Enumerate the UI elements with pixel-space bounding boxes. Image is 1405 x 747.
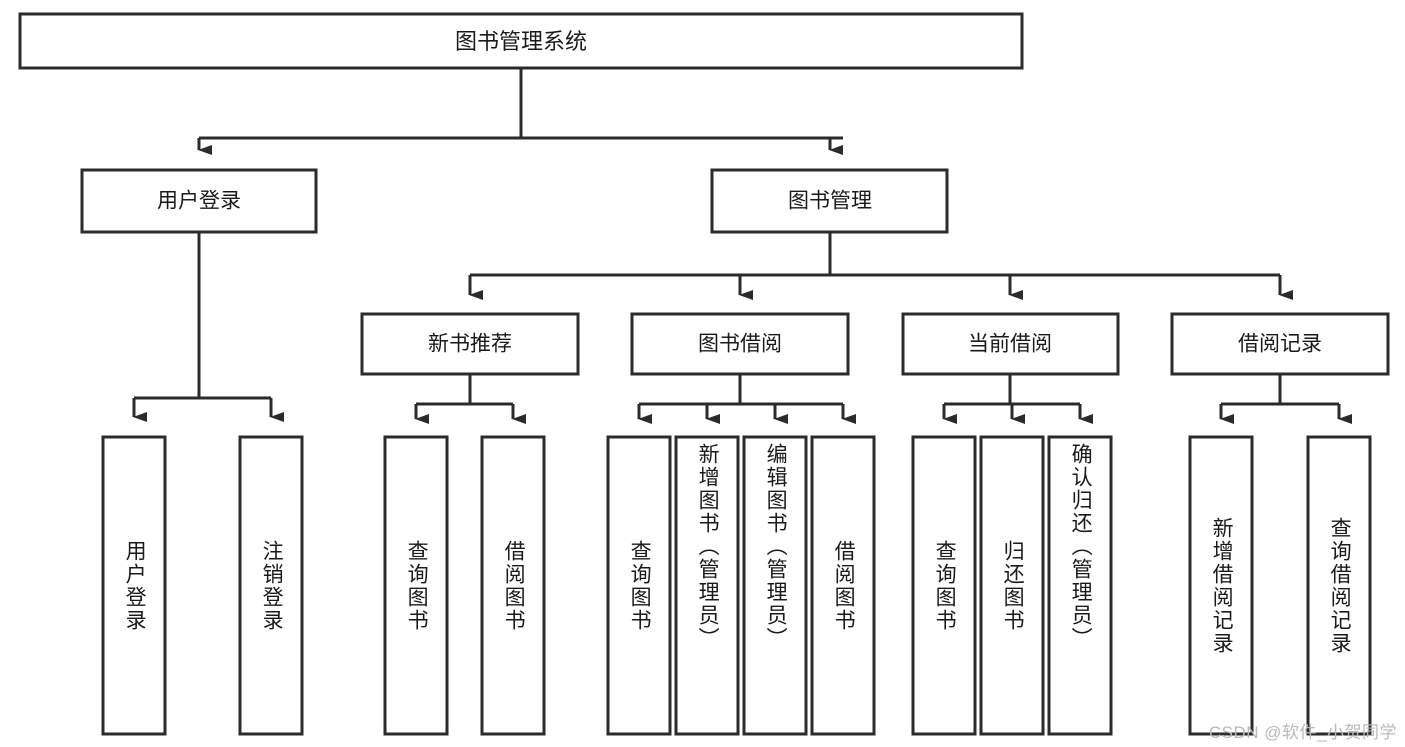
- node-book-management-label: 图书管理: [788, 190, 872, 213]
- connector-bookborrow-to-leaves: [637, 374, 856, 424]
- connector-userlogin-to-leaves: [132, 232, 284, 422]
- node-current-borrow-label: 当前借阅: [968, 333, 1052, 356]
- leaf-box-user-login[interactable]: [101, 435, 167, 736]
- node-book-management[interactable]: 图书管理: [710, 168, 949, 234]
- connector-borrowrecord-to-leaves: [1219, 374, 1352, 424]
- leaf-box-borrow-book[interactable]: [810, 435, 876, 736]
- connector-root-to-level2: [197, 68, 843, 155]
- node-root-label: 图书管理系统: [455, 29, 587, 54]
- node-user-login-label: 用户登录: [157, 190, 241, 213]
- node-user-login[interactable]: 用户登录: [80, 168, 318, 234]
- node-new-book-recommend-label: 新书推荐: [428, 333, 512, 356]
- connector-currentborrow-to-leaves: [942, 374, 1093, 424]
- node-current-borrow[interactable]: 当前借阅: [901, 312, 1120, 376]
- connector-newbook-to-leaves: [414, 374, 526, 424]
- leaf-box-query-book-newbook[interactable]: [383, 435, 449, 736]
- leaf-box-group: [101, 435, 1372, 736]
- leaf-box-add-borrow-record[interactable]: [1188, 435, 1254, 736]
- node-borrow-record[interactable]: 借阅记录: [1170, 312, 1390, 376]
- node-book-borrow[interactable]: 图书借阅: [630, 312, 850, 376]
- connector-bookmgmt-to-level3: [468, 232, 1293, 300]
- leaf-box-logout-login[interactable]: [238, 435, 304, 736]
- node-new-book-recommend[interactable]: 新书推荐: [360, 312, 580, 376]
- leaf-box-add-book-admin[interactable]: [674, 435, 740, 736]
- leaf-box-edit-book-admin[interactable]: [742, 435, 808, 736]
- leaf-box-query-book-borrow[interactable]: [606, 435, 672, 736]
- watermark: CSDN @软件_小贺同学: [1208, 723, 1397, 742]
- leaf-box-query-borrow-record[interactable]: [1306, 435, 1372, 736]
- node-borrow-record-label: 借阅记录: [1238, 333, 1322, 356]
- node-book-borrow-label: 图书借阅: [698, 333, 782, 356]
- node-root[interactable]: 图书管理系统: [18, 12, 1024, 70]
- leaf-box-borrow-book-newbook[interactable]: [480, 435, 546, 736]
- leaf-box-return-book[interactable]: [979, 435, 1045, 736]
- leaf-box-confirm-return-admin[interactable]: [1047, 435, 1113, 736]
- leaf-box-query-book-current[interactable]: [911, 435, 977, 736]
